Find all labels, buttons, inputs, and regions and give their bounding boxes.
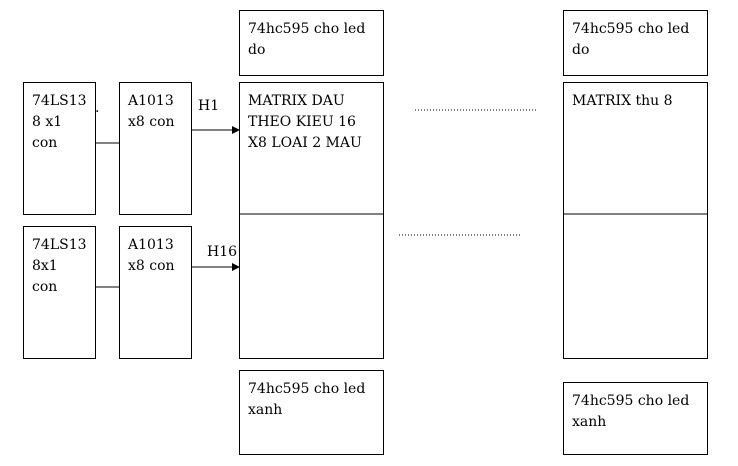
decoder-block-2-label: 74LS13 8x1 con	[32, 237, 87, 295]
shift-register-green-first-label: 74hc595 cho led xanh	[248, 381, 366, 418]
driver-block-1: A1013 x8 con	[119, 82, 192, 215]
row-label-h16: H16	[207, 244, 238, 260]
shift-register-green-last: 74hc595 cho led xanh	[563, 382, 708, 455]
driver-block-2-label: A1013 x8 con	[128, 237, 175, 274]
decoder-block-1-label: 74LS13 8 x1 con	[32, 93, 87, 151]
shift-register-green-first: 74hc595 cho led xanh	[239, 370, 384, 455]
decoder-block-2: 74LS13 8x1 con	[23, 226, 96, 359]
shift-register-red-first: 74hc595 cho led do	[239, 10, 384, 76]
shift-register-red-first-label: 74hc595 cho led do	[248, 21, 366, 58]
driver-block-1-label: A1013 x8 con	[128, 93, 175, 130]
shift-register-red-last: 74hc595 cho led do	[563, 10, 708, 76]
shift-register-green-last-label: 74hc595 cho led xanh	[572, 393, 690, 430]
decoder-block-1: 74LS13 8 x1 con	[23, 82, 96, 215]
matrix-last-label: MATRIX thu 8	[572, 93, 673, 109]
matrix-last: MATRIX thu 8	[563, 82, 708, 359]
driver-block-2: A1013 x8 con	[119, 226, 192, 359]
matrix-first-label: MATRIX DAU THEO KIEU 16 X8 LOAI 2 MAU	[248, 93, 362, 151]
dot-mark: .	[95, 100, 100, 116]
row-label-h1: H1	[198, 98, 220, 114]
matrix-first: MATRIX DAU THEO KIEU 16 X8 LOAI 2 MAU	[239, 82, 384, 359]
shift-register-red-last-label: 74hc595 cho led do	[572, 21, 690, 58]
